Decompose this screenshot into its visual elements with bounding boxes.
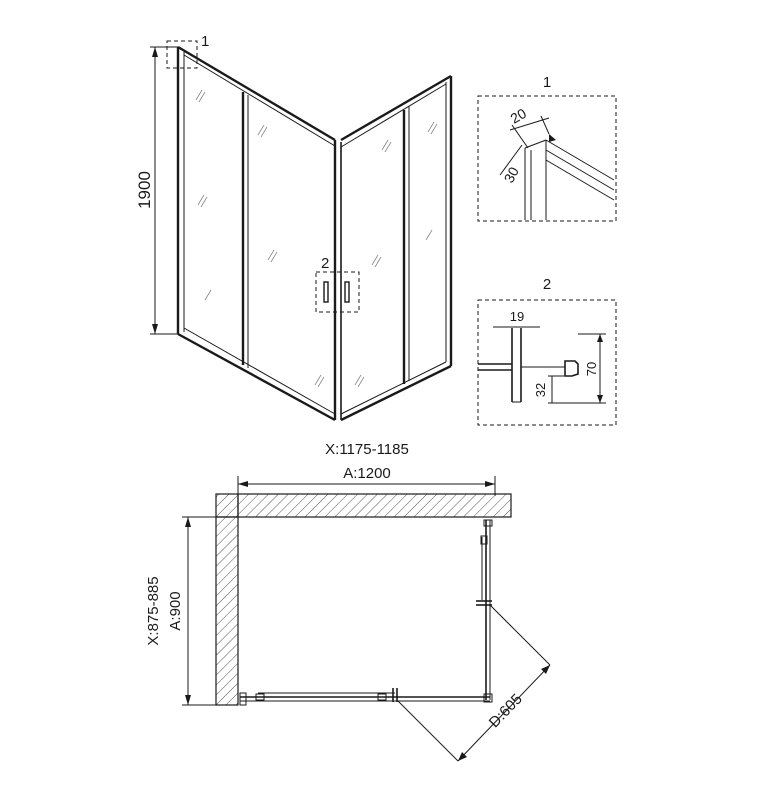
callout-2-label: 2 [321, 255, 329, 272]
detail-1-title: 1 [543, 74, 551, 91]
detail-1-dim-b: 30 [501, 164, 523, 185]
plan-depth-range: X:875-885 [145, 576, 162, 645]
detail-1-dim-a: 20 [508, 105, 530, 127]
detail-2-dim-b: 70 [584, 362, 599, 376]
detail-2: 2 19 70 32 [477, 276, 617, 426]
plan-depth-nominal: A:900 [167, 591, 184, 630]
side-wall [215, 516, 239, 706]
detail-2-dim-c: 32 [533, 383, 548, 397]
door-handles: 2 [315, 255, 360, 313]
left-panel [176, 45, 342, 422]
height-label: 1900 [135, 171, 154, 209]
detail-2-title: 2 [543, 276, 551, 293]
door-diagonal-dimension: D:605 [396, 604, 551, 762]
callout-1-box [166, 40, 198, 69]
plan-view: X:1175-1185 A:1200 X:875-885 A:900 [145, 441, 551, 762]
height-dimension: 1900 [135, 46, 178, 335]
plan-width-range: X:1175-1185 [325, 441, 409, 458]
callout-2-box [315, 271, 360, 313]
back-wall [237, 493, 512, 518]
right-panel [340, 74, 453, 422]
callout-1-label: 1 [201, 33, 209, 50]
detail-2-dim-a: 19 [510, 309, 524, 324]
detail-1: 1 20 30 [477, 74, 617, 222]
enclosure-profiles [239, 519, 493, 706]
perspective-view: 1900 1 [135, 33, 453, 422]
wall-corner [215, 493, 239, 518]
plan-width-nominal: A:1200 [343, 465, 391, 482]
